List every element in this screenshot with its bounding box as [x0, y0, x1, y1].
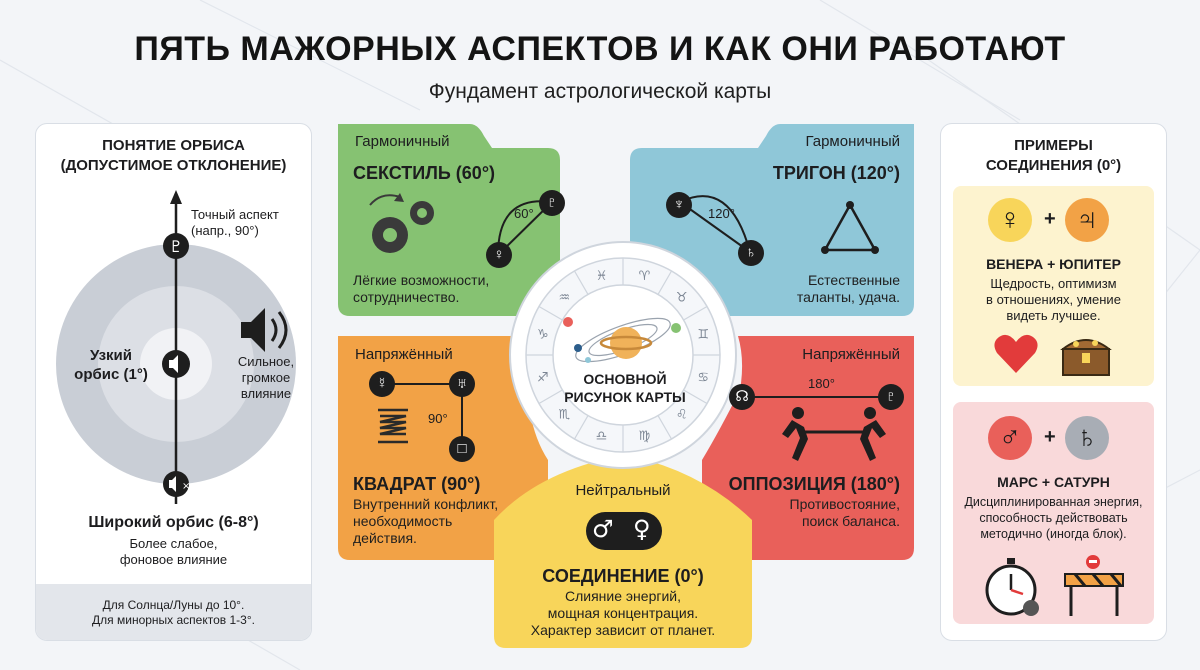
opposition-card-bg: [702, 336, 914, 560]
road-barrier-icon: [1064, 555, 1124, 616]
page-title: ПЯТЬ МАЖОРНЫХ АСПЕКТОВ И КАК ОНИ РАБОТАЮ…: [134, 30, 1066, 68]
square-box-icon: □: [449, 436, 475, 462]
vj-name: ВЕНЕРА + ЮПИТЕР: [986, 256, 1121, 272]
triangle-icon: [822, 202, 878, 252]
exact-aspect-marker: [163, 233, 189, 259]
heart-icon: [994, 334, 1038, 373]
center-label: ОСНОВНОЙ РИСУНОК КАРТЫ: [564, 371, 686, 405]
strong-influence-label: Сильное, громкое влияние: [237, 354, 295, 401]
venus-icon: ♀: [988, 198, 1032, 242]
ms-plus: +: [1044, 426, 1056, 448]
zodiac-ring: ♈ ♉ ♊ ♋ ♌ ♍ ♎ ♏ ♐ ♑ ♒ ♓: [537, 269, 709, 444]
ms-desc: Дисциплинированная энергия, способность …: [964, 495, 1143, 541]
chart-wheel: ♈ ♉ ♊ ♋ ♌ ♍ ♎ ♏ ♐ ♑ ♒ ♓: [509, 241, 737, 469]
opposition-name: ОППОЗИЦИЯ (180°): [728, 474, 900, 494]
sextile-type: Гармоничный: [355, 133, 450, 150]
examples-panel: ПРИМЕРЫ СОЕДИНЕНИЯ (0°) ♀ + ♃ ВЕНЕРА + Ю…: [940, 123, 1167, 641]
vj-icons: [994, 334, 1112, 376]
vj-desc: Щедрость, оптимизм в отношениях, умение …: [986, 276, 1121, 323]
svg-text:×: ×: [182, 481, 190, 492]
mars-icon: ♂: [988, 416, 1032, 460]
vj-plus: +: [1044, 208, 1056, 230]
trine-glyph-b: ♄: [738, 240, 764, 266]
sextile-glyph-b: ♇: [539, 190, 565, 216]
wide-orb-title: Широкий орбис (6-8°): [88, 514, 259, 531]
sextile-desc: Лёгкие возможности, сотрудничество.: [353, 272, 490, 305]
jupiter-icon: ♃: [1065, 198, 1109, 242]
ms-name: МАРС + САТУРН: [997, 474, 1110, 490]
trine-card-bg: [630, 124, 914, 316]
zodiac-sign: ♒: [558, 290, 570, 305]
trine-diagram: [679, 195, 879, 254]
orb-note: Для Солнца/Луны до 10°. Для минорных асп…: [36, 584, 311, 640]
examples-title: ПРИМЕРЫ СОЕДИНЕНИЯ (0°): [985, 137, 1122, 174]
square-name: КВАДРАТ (90°): [353, 474, 481, 494]
opposition-type: Напряжённый: [802, 346, 900, 363]
orb-title: ПОНЯТИЕ ОРБИСА (ДОПУСТИМОЕ ОТКЛОНЕНИЕ): [60, 137, 287, 174]
trine-name: ТРИГОН (120°): [772, 163, 900, 183]
zodiac-sign: ♋: [697, 371, 709, 386]
square-desc: Внутренний конфликт, необходимость дейст…: [353, 496, 499, 546]
conjunction-name: СОЕДИНЕНИЕ (0°): [542, 566, 704, 586]
orb-panel: ПОНЯТИЕ ОРБИСА (ДОПУСТИМОЕ ОТКЛОНЕНИЕ) ♇…: [35, 123, 312, 641]
sextile-diagram: [369, 193, 553, 256]
zodiac-sign: ♉: [676, 290, 688, 305]
spring-icon: [378, 408, 408, 444]
zodiac-sign: ♓: [596, 269, 608, 284]
opposition-desc: Противостояние, поиск баланса.: [789, 496, 900, 529]
zodiac-sign: ♏: [558, 408, 570, 423]
sextile-card-bg: [338, 124, 560, 316]
opposition-angle: 180°: [808, 376, 835, 391]
opposition-diagram: [742, 396, 892, 461]
trine-glyph-a: ♆: [666, 192, 692, 218]
narrow-orb-label: Узкий орбис (1°): [74, 347, 148, 383]
gears-icon: [369, 193, 434, 253]
saturn-icon: ♄: [1065, 416, 1109, 460]
zodiac-sign: ♊: [697, 328, 709, 343]
venus-jupiter-card: [953, 186, 1154, 386]
opposition-glyph-a: ☊: [729, 384, 755, 410]
zodiac-sign: ♍: [639, 429, 651, 444]
saturn-planet: [610, 327, 642, 359]
stopwatch-icon: [985, 558, 1039, 616]
conjunction-glyph-a: ♂: [592, 515, 614, 543]
conjunction-card-bg: [494, 455, 752, 648]
zodiac-sign: ♈: [639, 269, 651, 284]
zodiac-sign: ♐: [537, 371, 549, 386]
orb-diagram: ♇ ×: [56, 190, 296, 504]
sextile-name: СЕКСТИЛЬ (60°): [353, 163, 496, 183]
conjunction-type: Нейтральный: [575, 482, 671, 499]
opposition-glyph-b: ♇: [878, 384, 904, 410]
svg-text:♇: ♇: [169, 237, 183, 256]
orb-axis-arrow: [170, 190, 182, 204]
square-glyph-b: ♅: [449, 371, 475, 397]
treasure-chest-icon: [1060, 339, 1112, 376]
square-glyph-a: ☿: [369, 371, 395, 397]
zodiac-sign: ♌: [676, 408, 688, 423]
conjunction-glyph-b: ♀: [633, 515, 651, 543]
sextile-glyph-a: ♀: [486, 242, 512, 268]
page-subtitle: Фундамент астрологической карты: [428, 80, 772, 103]
trine-desc: Естественные таланты, удача.: [796, 272, 900, 305]
zodiac-sign: ♑: [537, 328, 549, 343]
trine-type: Гармоничный: [805, 133, 900, 150]
conjunction-glyphs: [586, 512, 662, 550]
sextile-angle: 60°: [514, 206, 534, 221]
zodiac-sign: ♎: [596, 429, 608, 444]
trine-angle: 120°: [708, 206, 735, 221]
tug-of-war-icon: [782, 407, 886, 461]
speaker-loud-icon: [241, 308, 288, 352]
wide-orb-desc: Более слабое, фоновое влияние: [119, 536, 228, 567]
conjunction-desc: Слияние энергий, мощная концентрация. Ха…: [530, 588, 716, 638]
exact-aspect-label: Точный аспект (напр., 90°): [191, 207, 279, 238]
square-angle: 90°: [428, 411, 448, 426]
ms-icons: [985, 555, 1124, 616]
square-type: Напряжённый: [355, 346, 453, 363]
